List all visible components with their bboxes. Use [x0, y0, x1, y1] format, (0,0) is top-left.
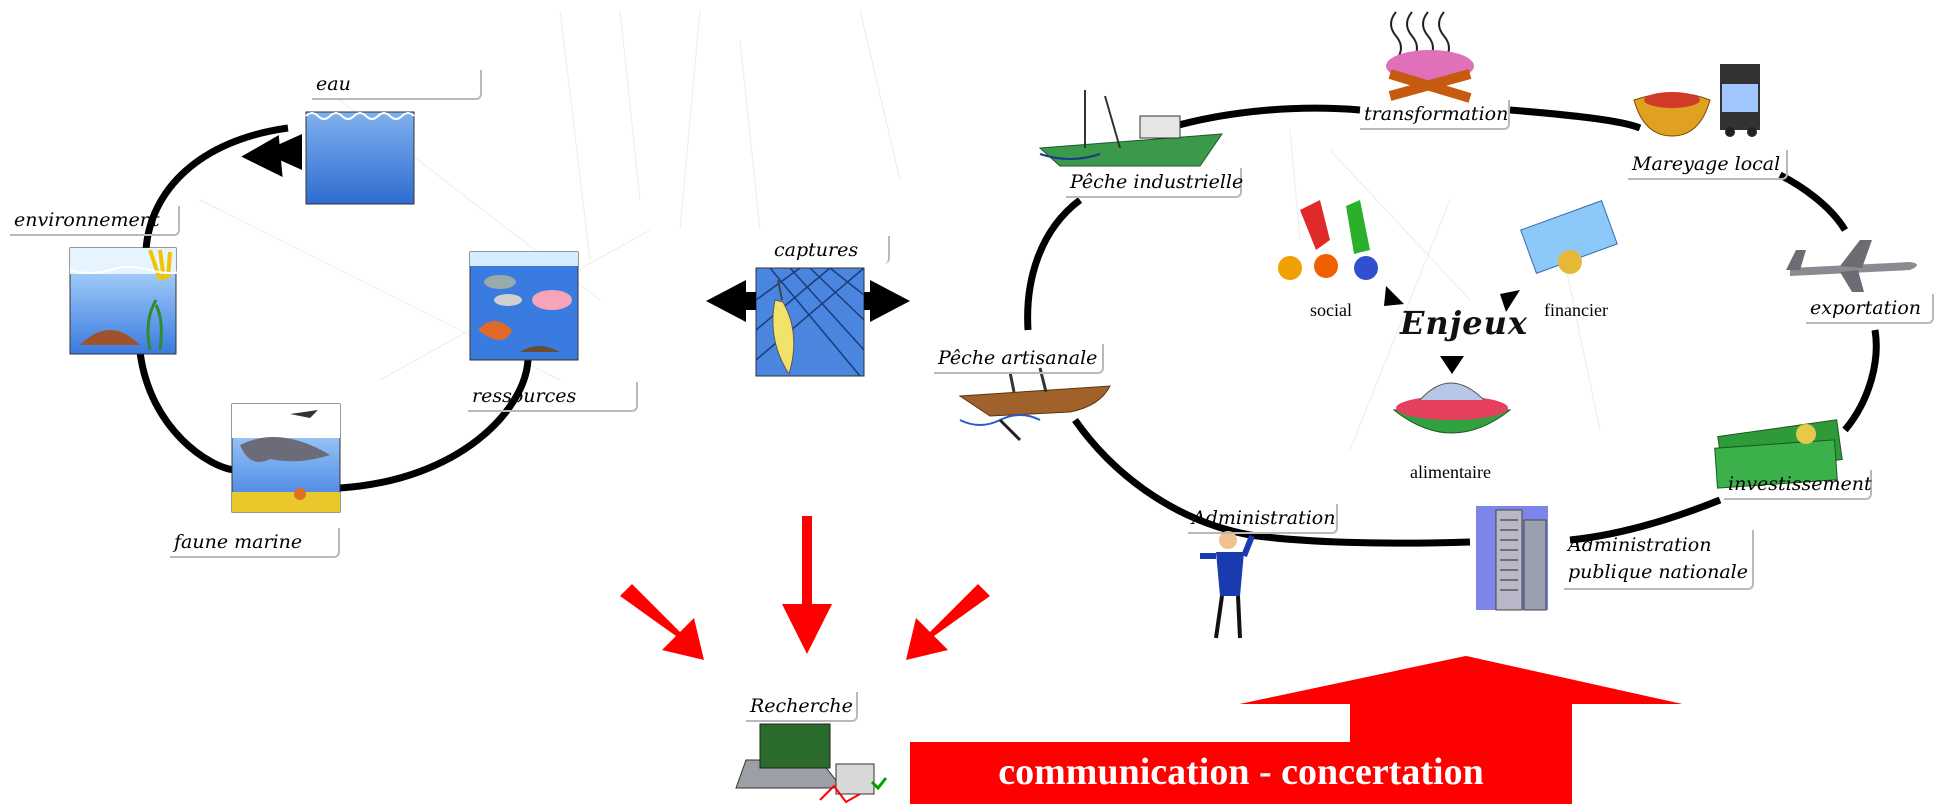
- label-environnement: environnement: [10, 206, 180, 236]
- label-captures: captures: [770, 236, 890, 264]
- alimentaire-image: [1392, 382, 1512, 434]
- label-alimentaire: alimentaire: [1410, 462, 1491, 482]
- label-investissement: investissement: [1724, 470, 1872, 500]
- right-cycle-ring: [1024, 104, 1880, 547]
- eau-image: [305, 111, 415, 205]
- exportation-image: [1786, 240, 1917, 292]
- label-peche-industrielle: Pêche industrielle: [1066, 168, 1243, 198]
- social-image: [1278, 200, 1378, 280]
- label-administration-publique-line1: Administration: [1568, 534, 1712, 556]
- faune-marine-image: [231, 403, 341, 513]
- administration-image: [1200, 531, 1255, 639]
- label-ressources: ressources: [468, 382, 638, 412]
- enjeux-title: Enjeux: [1400, 304, 1528, 342]
- label-administration-publique: Administration publique nationale: [1564, 530, 1754, 590]
- transformation-image: [1386, 11, 1474, 103]
- captures-arrow-right: [864, 280, 910, 322]
- label-faune-marine: faune marine: [170, 528, 340, 558]
- label-social: social: [1310, 300, 1352, 320]
- arrow-enjeux-social: [1384, 286, 1404, 306]
- label-administration: Administration: [1188, 504, 1338, 534]
- label-recherche: Recherche: [746, 692, 858, 722]
- label-mareyage-local: Mareyage local: [1628, 150, 1788, 180]
- label-peche-artisanale: Pêche artisanale: [934, 344, 1104, 374]
- label-exportation: exportation: [1806, 294, 1934, 324]
- financier-image: [1520, 200, 1618, 274]
- label-financier: financier: [1544, 300, 1608, 320]
- arrow-enjeux-financier: [1500, 290, 1520, 312]
- label-eau: eau: [312, 70, 482, 100]
- recherche-image: [735, 723, 888, 804]
- communication-concertation-banner: communication - concertation: [998, 751, 1484, 793]
- environnement-image: [69, 247, 191, 355]
- mareyage-local-image: [1633, 64, 1760, 137]
- peche-artisanale-image: [958, 367, 1111, 442]
- red-arrows: [620, 516, 990, 660]
- arrow-enjeux-alimentaire: [1440, 356, 1464, 374]
- label-transformation: transformation: [1360, 100, 1510, 130]
- ressources-image: [469, 251, 579, 361]
- captures-arrow-left: [706, 280, 756, 322]
- label-administration-publique-line2: publique nationale: [1568, 561, 1748, 583]
- administration-publique-image: [1476, 506, 1548, 611]
- investissement-image: [1714, 419, 1843, 489]
- captures-image: [755, 267, 865, 377]
- left-cycle-ring: [136, 124, 532, 492]
- left-cycle-arrowhead: [241, 135, 283, 178]
- arrow-to-eau: [262, 134, 302, 170]
- peche-industrielle-image: [1038, 90, 1224, 167]
